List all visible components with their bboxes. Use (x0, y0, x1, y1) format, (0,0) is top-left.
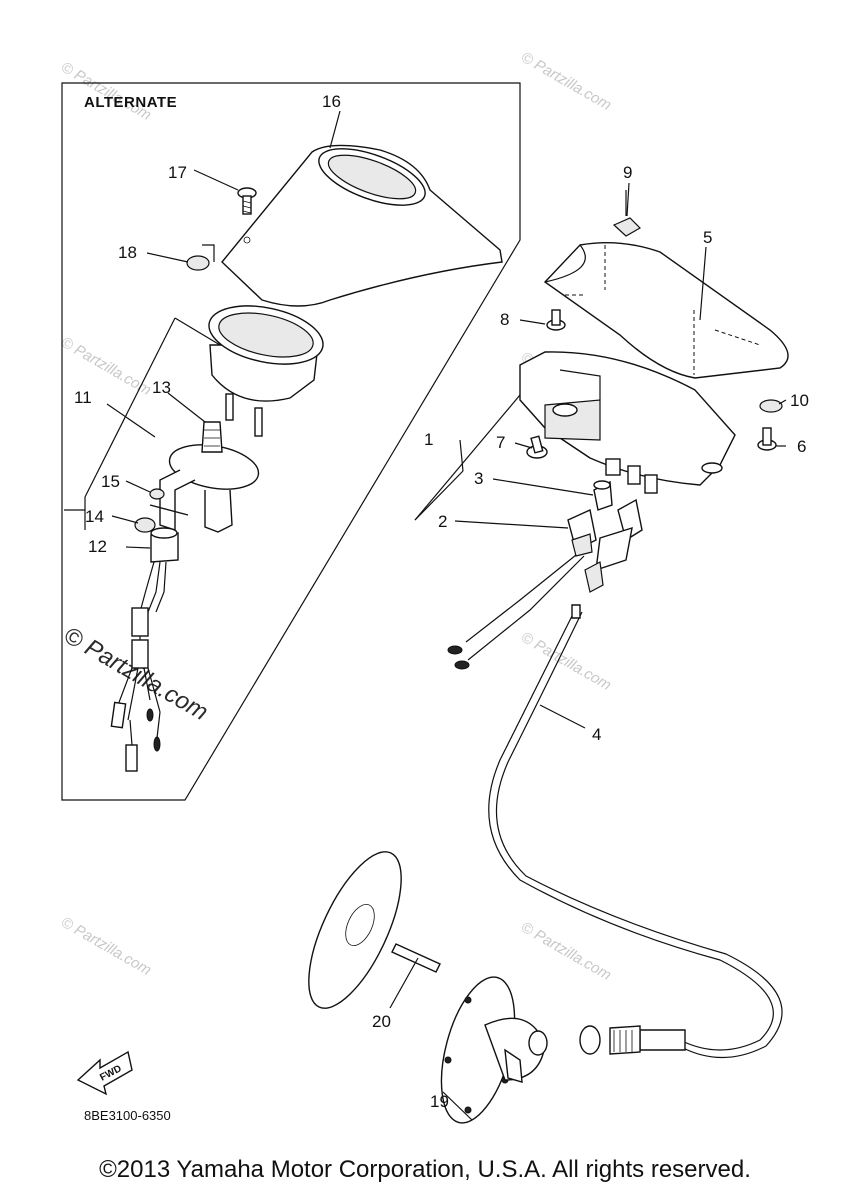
part-19-drive-gear (440, 976, 548, 1124)
watermark: © Partzilla.com (58, 914, 154, 979)
callout-20: 20 (372, 1012, 391, 1031)
watermark: © Partzilla.com (59, 622, 213, 726)
panel-title: ALTERNATE (84, 94, 177, 111)
part-10-grommet (759, 399, 783, 413)
callout-12: 12 (88, 537, 107, 556)
callout-9: 9 (623, 163, 632, 182)
callouts: 16 17 18 13 11 15 14 12 9 5 8 10 1 7 6 3… (74, 92, 809, 1111)
copyright-notice: ©2013 Yamaha Motor Corporation, U.S.A. A… (99, 1156, 751, 1183)
callout-1: 1 (424, 430, 433, 449)
callout-11: 11 (74, 388, 92, 407)
callout-16: 16 (322, 92, 341, 111)
callout-3: 3 (474, 469, 483, 488)
part-17-screw (237, 187, 257, 215)
part-20-disc (308, 851, 441, 1009)
callout-6: 6 (797, 437, 806, 456)
callout-2: 2 (438, 512, 447, 531)
watermark: © Partzilla.com (518, 919, 614, 984)
callout-18: 18 (118, 243, 137, 262)
alternate-meter-group (84, 305, 324, 772)
callout-13: 13 (152, 378, 171, 397)
callout-4: 4 (592, 725, 601, 744)
callout-7: 7 (496, 433, 505, 452)
leader-lines (64, 110, 787, 1121)
callout-17: 17 (168, 163, 187, 182)
part-9-clip (612, 190, 641, 237)
callout-5: 5 (703, 228, 712, 247)
watermark: © Partzilla.com (518, 629, 614, 694)
part-1-meter-assembly (519, 351, 736, 494)
part-2-3-bulb-socket (447, 480, 613, 670)
part-16-visor (221, 144, 503, 307)
watermark: © Partzilla.com (58, 59, 154, 124)
callout-19: 19 (430, 1092, 449, 1111)
watermark: © Partzilla.com (518, 49, 614, 114)
callout-8: 8 (500, 310, 509, 329)
alternate-panel-border (61, 82, 521, 801)
diagram-code: 8BE3100-6350 (84, 1108, 171, 1123)
callout-14: 14 (85, 507, 104, 526)
part-18-grommet (186, 244, 215, 271)
part-6-screw (757, 427, 777, 451)
part-7-screw (526, 435, 548, 459)
part-8-screw (546, 309, 566, 331)
part-5-visor-cover (543, 241, 789, 379)
callout-10: 10 (790, 391, 809, 410)
callout-15: 15 (101, 472, 120, 491)
fwd-arrow-icon: FWD (76, 1050, 133, 1096)
part-4-speedometer-cable (488, 498, 783, 1059)
